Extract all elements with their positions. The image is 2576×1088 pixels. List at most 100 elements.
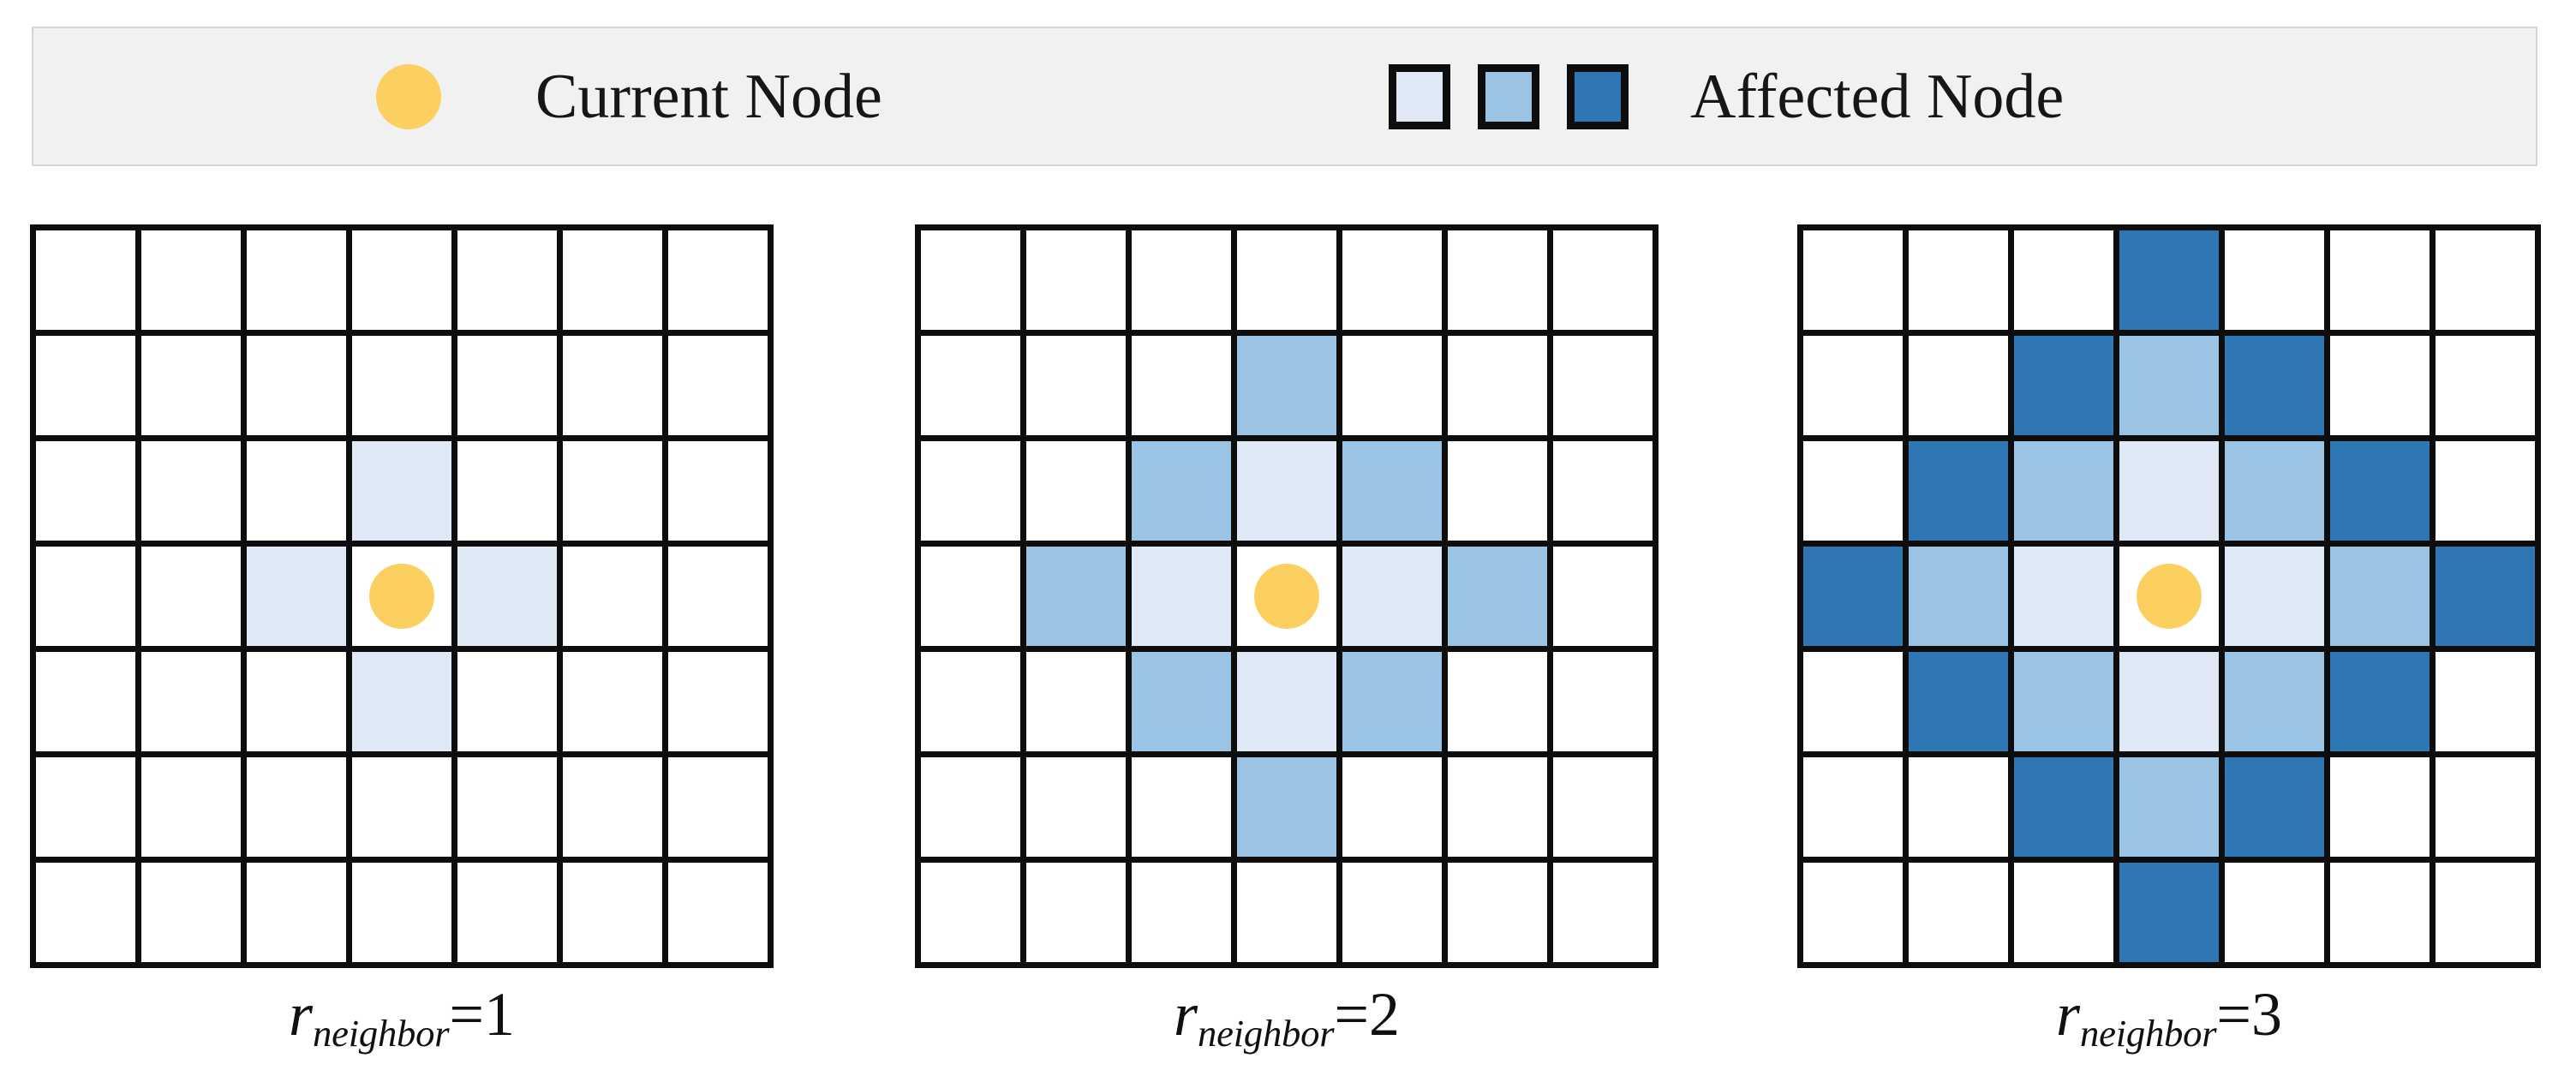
- grid-cell: [1342, 652, 1448, 757]
- grid-cell: [1553, 757, 1659, 863]
- grid-cell: [1553, 652, 1659, 757]
- caption-value: 2: [1369, 980, 1400, 1049]
- grid-cell: [921, 336, 1026, 441]
- grid-cell: [352, 336, 457, 441]
- grid-cell: [2436, 547, 2541, 652]
- grid-cell: [1026, 230, 1132, 336]
- grid-cell: [1132, 230, 1237, 336]
- grid-cell: [1026, 336, 1132, 441]
- caption-value: 1: [484, 980, 515, 1049]
- grid-cell: [141, 230, 247, 336]
- grid-cell: [352, 652, 457, 757]
- grid-cell: [668, 863, 774, 968]
- grid-cell: [668, 441, 774, 547]
- grid-cell: [247, 230, 352, 336]
- caption-symbol: r: [289, 980, 314, 1049]
- grid-cell: [352, 230, 457, 336]
- grid-cell: [1553, 863, 1659, 968]
- caption-equals: =: [2216, 980, 2251, 1049]
- grid-cell: [563, 547, 668, 652]
- grid-cell: [2225, 230, 2330, 336]
- grid-cell: [1342, 757, 1448, 863]
- grid-r1: [30, 224, 774, 968]
- grid-cell: [668, 757, 774, 863]
- grid-cell: [1132, 652, 1237, 757]
- caption-subscript: neighbor: [1198, 1012, 1335, 1055]
- caption-r-neighbor-2: rneighbor=2: [915, 983, 1659, 1053]
- grid-cell: [921, 863, 1026, 968]
- grid-cell: [1803, 547, 1909, 652]
- caption-subscript: neighbor: [313, 1012, 450, 1055]
- grid-cell: [1026, 757, 1132, 863]
- grid-cell: [1553, 230, 1659, 336]
- grid-cell: [1026, 547, 1132, 652]
- grid-cell: [1909, 547, 2014, 652]
- panel-r-neighbor-3: rneighbor=3: [1797, 224, 2541, 1053]
- caption-value: 3: [2251, 980, 2282, 1049]
- grid-cell: [352, 757, 457, 863]
- grid-cell: [1909, 652, 2014, 757]
- grid-cell: [141, 336, 247, 441]
- grid-cell: [2225, 336, 2330, 441]
- grid-cell: [1132, 441, 1237, 547]
- grid-cell: [1132, 547, 1237, 652]
- grid-cell: [457, 336, 563, 441]
- grid-cell: [563, 441, 668, 547]
- grid-r3: [1797, 224, 2541, 968]
- grid-cell: [352, 863, 457, 968]
- grid-cell: [921, 547, 1026, 652]
- grid-cell: [668, 547, 774, 652]
- grid-cell: [247, 547, 352, 652]
- grid-cell: [2330, 336, 2436, 441]
- grid-cell: [2225, 652, 2330, 757]
- grid-cell: [2330, 547, 2436, 652]
- grid-cell: [563, 336, 668, 441]
- grid-cell: [2436, 757, 2541, 863]
- grid-cell: [563, 757, 668, 863]
- grid-cell: [2330, 652, 2436, 757]
- current-node-circle-icon: [376, 63, 441, 129]
- grid-cell: [1132, 757, 1237, 863]
- caption-symbol: r: [2056, 980, 2081, 1049]
- legend-bar: Current Node Affected Node: [32, 27, 2537, 166]
- grid-cell: [2119, 863, 2225, 968]
- grid-cell: [141, 757, 247, 863]
- grid-cell: [2119, 757, 2225, 863]
- legend-label-affected-node: Affected Node: [1690, 61, 2065, 132]
- grid-cell: [1803, 441, 1909, 547]
- grid-cell: [563, 230, 668, 336]
- grid-cell: [2014, 863, 2119, 968]
- grid-cell: [563, 863, 668, 968]
- grid-cell: [2119, 652, 2225, 757]
- grid-cell: [1553, 547, 1659, 652]
- grid-cell: [247, 336, 352, 441]
- grid-cell: [1909, 336, 2014, 441]
- caption-r-neighbor-1: rneighbor=1: [30, 983, 774, 1053]
- grid-cell: [2225, 757, 2330, 863]
- grid-cell: [2014, 757, 2119, 863]
- grid-cell: [2014, 652, 2119, 757]
- grid-cell: [1448, 863, 1553, 968]
- grid-cell: [2014, 547, 2119, 652]
- grid-cell: [352, 547, 457, 652]
- grid-cell: [247, 863, 352, 968]
- grid-cell: [1342, 441, 1448, 547]
- grid-cell: [1803, 230, 1909, 336]
- grid-cell: [1342, 863, 1448, 968]
- grid-cell: [247, 652, 352, 757]
- grid-cell: [2436, 652, 2541, 757]
- grid-cell: [141, 547, 247, 652]
- legend-item-affected-node: Affected Node: [1389, 61, 2065, 132]
- grid-cell: [668, 652, 774, 757]
- grid-cell: [668, 230, 774, 336]
- legend-item-current-node: Current Node: [376, 61, 882, 132]
- grid-cell: [2119, 230, 2225, 336]
- legend-label-current-node: Current Node: [535, 61, 882, 132]
- grid-cell: [2119, 547, 2225, 652]
- grid-cell: [2330, 863, 2436, 968]
- grid-cell: [141, 652, 247, 757]
- caption-equals: =: [449, 980, 484, 1049]
- grid-cell: [1342, 230, 1448, 336]
- grid-cell: [1237, 336, 1342, 441]
- grid-cell: [2225, 863, 2330, 968]
